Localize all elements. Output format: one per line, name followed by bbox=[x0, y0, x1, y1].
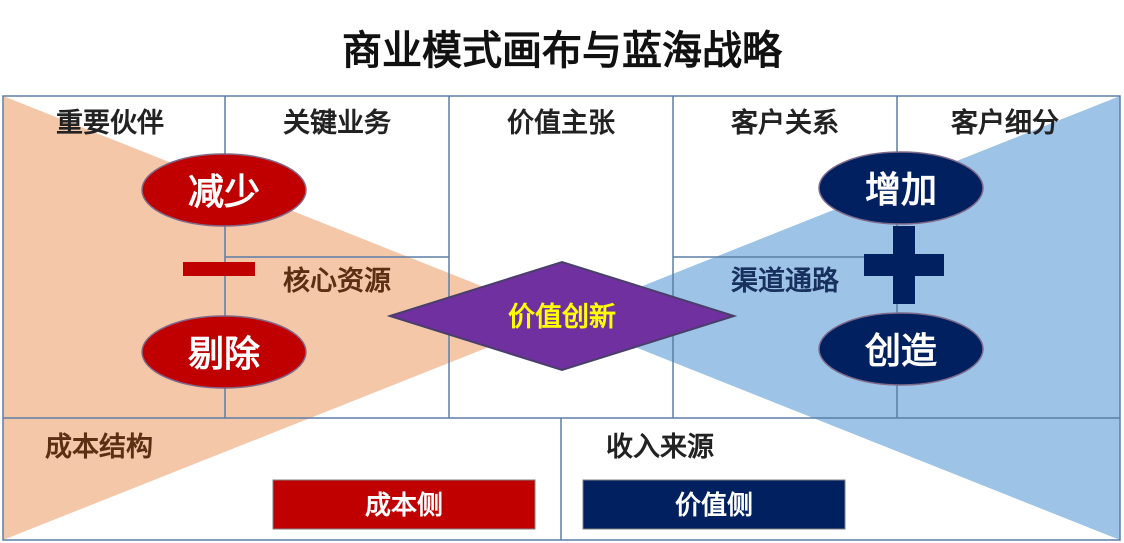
reduce-label: 减少 bbox=[188, 172, 260, 213]
revenue-streams-label: 收入来源 bbox=[606, 432, 714, 463]
key-activities-label: 关键业务 bbox=[283, 107, 391, 139]
value-innovation-diamond: 价值创新 bbox=[386, 260, 738, 372]
value-side-label: 价值侧 bbox=[675, 491, 753, 521]
eliminate-badge: 剔除 bbox=[141, 315, 307, 389]
value-proposition-label: 价值主张 bbox=[507, 108, 616, 139]
customer-relationships-label: 客户关系 bbox=[731, 107, 839, 139]
cost-structure-label: 成本结构 bbox=[45, 432, 153, 463]
value-innovation-label: 价值创新 bbox=[508, 301, 616, 333]
channels-label: 渠道通路 bbox=[731, 265, 840, 297]
cost-side-box: 成本侧 bbox=[272, 479, 536, 530]
value-side-triangle bbox=[562, 96, 1120, 540]
minus-icon bbox=[183, 262, 255, 276]
canvas-grid bbox=[2, 95, 1121, 541]
create-label: 创造 bbox=[865, 331, 937, 372]
customer-segments-label: 客户细分 bbox=[951, 107, 1059, 139]
cost-side-triangle bbox=[3, 96, 562, 540]
raise-badge: 增加 bbox=[818, 151, 984, 225]
create-badge: 创造 bbox=[818, 312, 984, 386]
plus-icon bbox=[864, 226, 944, 304]
reduce-badge: 减少 bbox=[141, 153, 307, 227]
cost-side-label: 成本侧 bbox=[365, 491, 443, 521]
key-partners-label: 重要伙伴 bbox=[56, 108, 164, 139]
value-side-box: 价值侧 bbox=[582, 479, 846, 530]
eliminate-label: 剔除 bbox=[188, 334, 261, 375]
page-title: 商业模式画布与蓝海战略 bbox=[342, 28, 783, 74]
raise-label: 增加 bbox=[865, 170, 937, 211]
key-resources-label: 核心资源 bbox=[283, 265, 391, 297]
